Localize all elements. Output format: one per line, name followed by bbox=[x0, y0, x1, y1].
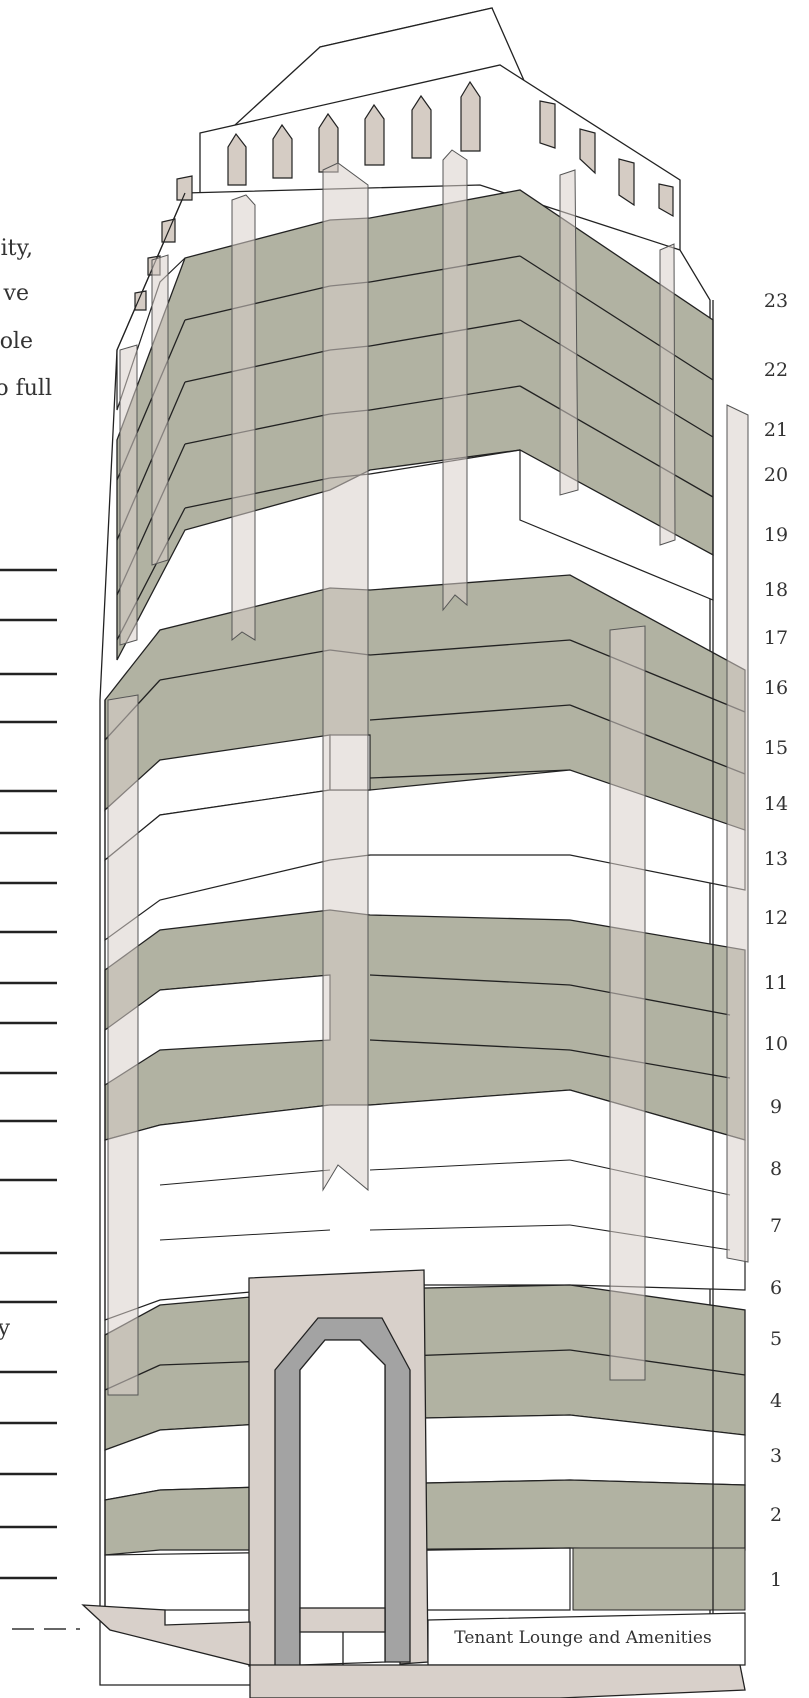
floor-number-12: 12 bbox=[764, 907, 788, 929]
crown-window bbox=[618, 158, 635, 207]
band-line bbox=[184, 285, 331, 321]
crown-window bbox=[539, 100, 556, 149]
lounge-wall bbox=[427, 1612, 746, 1666]
intro-line-1: ity, bbox=[1, 236, 33, 261]
floor-number-14: 14 bbox=[764, 793, 788, 815]
crown-window bbox=[272, 123, 293, 179]
floor-number-8: 8 bbox=[770, 1158, 782, 1180]
intro-text: ity, ve ole o full bbox=[0, 236, 52, 401]
floor-number-2: 2 bbox=[770, 1504, 782, 1526]
pilaster bbox=[659, 243, 676, 546]
floor-number-1: 1 bbox=[770, 1569, 782, 1591]
crown-window bbox=[579, 128, 596, 175]
pilaster bbox=[231, 194, 256, 642]
band-line bbox=[184, 349, 331, 383]
plaza-left bbox=[81, 1604, 251, 1666]
floor-number-19: 19 bbox=[764, 524, 788, 546]
pilaster bbox=[107, 694, 139, 1396]
band-line bbox=[369, 639, 571, 656]
floor-number-16: 16 bbox=[764, 677, 788, 699]
crown-window bbox=[658, 183, 674, 218]
pilaster bbox=[442, 149, 468, 612]
band-line bbox=[184, 477, 331, 509]
floor-number-10: 10 bbox=[764, 1033, 788, 1055]
band-line bbox=[519, 255, 714, 381]
band-line bbox=[569, 639, 746, 713]
intro-line-3: ole bbox=[0, 329, 33, 354]
band-line bbox=[519, 385, 714, 498]
floor-lines-6-8 bbox=[159, 1159, 731, 1251]
floor-number-13: 13 bbox=[764, 848, 788, 870]
crown-window bbox=[364, 103, 385, 166]
floor-number-11: 11 bbox=[764, 972, 788, 994]
side-fragment: y bbox=[0, 1316, 11, 1341]
band-floor-1-partial bbox=[572, 1547, 746, 1611]
floor-line bbox=[369, 1159, 571, 1171]
crown-window bbox=[176, 175, 193, 201]
crown-window bbox=[227, 132, 247, 186]
floor-number-20: 20 bbox=[764, 464, 788, 486]
pilaster bbox=[119, 344, 138, 646]
band-line bbox=[159, 649, 331, 681]
floor-number-3: 3 bbox=[770, 1445, 782, 1467]
pilaster bbox=[151, 254, 169, 566]
floor-number-15: 15 bbox=[764, 737, 788, 759]
floor-number-5: 5 bbox=[770, 1328, 782, 1350]
floor-line bbox=[569, 1159, 731, 1196]
pilaster bbox=[609, 625, 646, 1381]
crown-window bbox=[134, 290, 147, 311]
floor-number-18: 18 bbox=[764, 579, 788, 601]
band-line bbox=[184, 413, 331, 445]
floor-line bbox=[369, 1224, 571, 1231]
floor-number-7: 7 bbox=[770, 1215, 782, 1237]
floor-line bbox=[159, 1169, 331, 1186]
floor-number-17: 17 bbox=[764, 627, 788, 649]
crown-window bbox=[460, 80, 481, 152]
intro-line-4: o full bbox=[0, 376, 52, 401]
pilasters bbox=[107, 149, 749, 1396]
band-line bbox=[569, 984, 731, 1016]
band-line bbox=[369, 1039, 571, 1051]
floor-number-21: 21 bbox=[764, 419, 788, 441]
entry-arch bbox=[248, 1269, 429, 1667]
open-floors-6-8 bbox=[104, 1089, 746, 1321]
floor-line bbox=[569, 1224, 731, 1251]
floor-number-23: 23 bbox=[764, 290, 788, 312]
band-line bbox=[519, 319, 714, 438]
floor-number-4: 4 bbox=[770, 1390, 782, 1412]
floor-number-9: 9 bbox=[770, 1096, 782, 1118]
pilaster bbox=[726, 404, 749, 1263]
floor-number-22: 22 bbox=[764, 359, 788, 381]
floor-line bbox=[159, 1229, 331, 1241]
lounge-label: Tenant Lounge and Amenities bbox=[454, 1628, 711, 1648]
band-line bbox=[369, 974, 571, 986]
plaza-base bbox=[249, 1664, 746, 1698]
floor-number-6: 6 bbox=[770, 1277, 782, 1299]
band-line bbox=[569, 704, 746, 775]
band-line bbox=[569, 1349, 746, 1376]
arch-canopy bbox=[299, 1607, 386, 1633]
left-floor-index bbox=[0, 568, 57, 1580]
intro-line-2: ve bbox=[3, 281, 29, 306]
pilaster bbox=[322, 162, 369, 1192]
band-line bbox=[369, 769, 571, 779]
crown-window bbox=[411, 94, 432, 159]
pilaster bbox=[559, 169, 579, 496]
band-line bbox=[369, 704, 571, 721]
band-line bbox=[569, 1049, 731, 1079]
